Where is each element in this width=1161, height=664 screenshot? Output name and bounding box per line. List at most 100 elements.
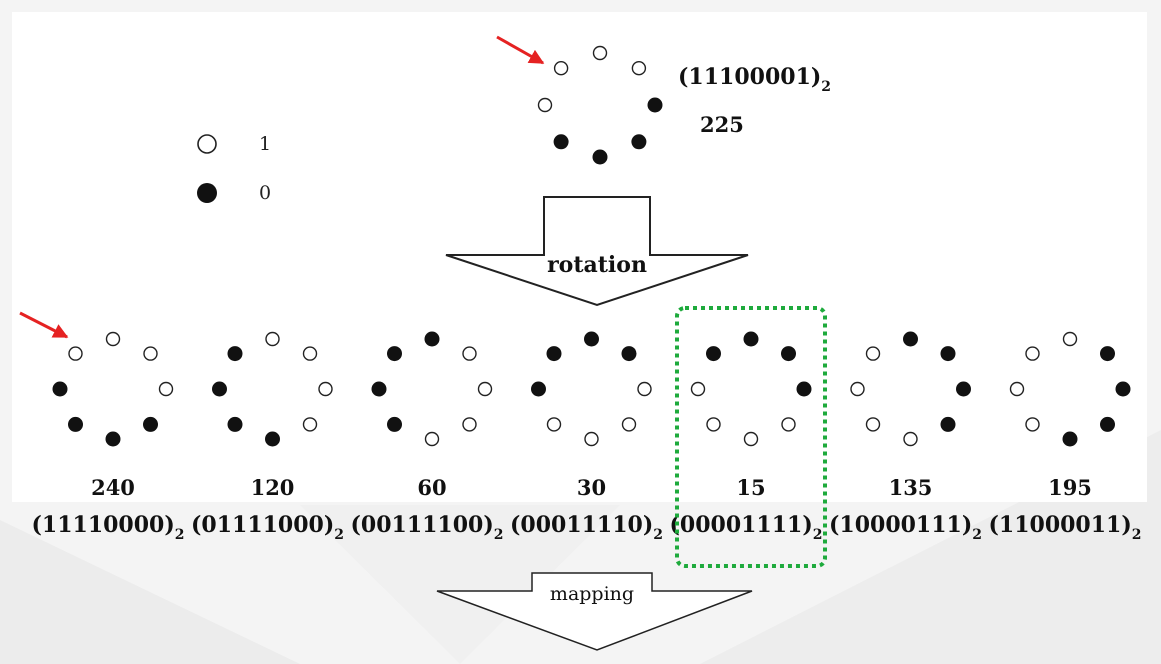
black-dot bbox=[68, 416, 83, 432]
pattern-15: 15 (00001111)2 bbox=[669, 306, 827, 568]
pattern-binary: (00111100)2 bbox=[350, 512, 503, 543]
black-dot bbox=[105, 431, 121, 447]
black-dot bbox=[371, 381, 387, 397]
rotation-label: rotation bbox=[547, 252, 647, 278]
legend-black-dot bbox=[197, 183, 217, 203]
legend-white-dot bbox=[197, 134, 217, 154]
white-dot bbox=[553, 60, 569, 76]
rotated-patterns: 240 (11110000)2 120 (01111000)2 60 (00111100)… bbox=[19, 306, 1142, 568]
white-dot bbox=[690, 381, 706, 397]
legend-white-label: 1 bbox=[259, 133, 271, 155]
pattern-135: 135 (10000111)2 bbox=[829, 331, 982, 543]
white-dot bbox=[265, 331, 280, 347]
white-dot bbox=[743, 431, 759, 447]
white-dot bbox=[318, 381, 333, 397]
black-dot bbox=[1062, 431, 1078, 447]
black-dot bbox=[531, 381, 546, 397]
white-dot bbox=[903, 431, 918, 447]
white-dot bbox=[1062, 331, 1078, 347]
black-dot bbox=[143, 416, 158, 432]
white-dot bbox=[1009, 381, 1025, 397]
black-dot bbox=[546, 346, 562, 362]
pattern-30: 30 (00011110)2 bbox=[510, 331, 663, 543]
top-pointer-arrow bbox=[496, 35, 545, 65]
black-dot bbox=[621, 346, 637, 362]
white-dot bbox=[302, 346, 318, 361]
white-dot bbox=[302, 417, 318, 432]
pattern-60: 60 (00111100)2 bbox=[350, 331, 504, 543]
black-dot bbox=[227, 346, 243, 362]
white-dot bbox=[850, 381, 865, 397]
black-dot bbox=[956, 381, 971, 397]
pattern-decimal: 135 bbox=[889, 475, 933, 500]
white-dot bbox=[865, 417, 881, 432]
black-dot bbox=[424, 331, 440, 347]
pattern-decimal: 120 bbox=[251, 475, 295, 500]
black-dot bbox=[706, 346, 721, 362]
pattern-binary: (10000111)2 bbox=[829, 512, 982, 543]
highlight-box bbox=[675, 306, 827, 568]
black-dot bbox=[52, 381, 68, 397]
top-pattern: (11100001)2 225 bbox=[496, 35, 831, 165]
black-dot bbox=[592, 149, 608, 165]
black-dot bbox=[553, 134, 569, 150]
mapping-label: mapping bbox=[550, 583, 634, 605]
black-dot bbox=[387, 346, 402, 362]
pattern-decimal: 30 bbox=[577, 475, 606, 500]
pattern-decimal: 60 bbox=[417, 475, 446, 500]
black-dot bbox=[781, 346, 796, 362]
white-dot bbox=[621, 417, 637, 432]
pattern-decimal: 240 bbox=[91, 475, 135, 500]
pattern-240: 240 (11110000)2 bbox=[31, 331, 185, 543]
black-dot bbox=[212, 381, 227, 397]
white-dot bbox=[592, 45, 608, 61]
white-dot bbox=[1025, 417, 1040, 432]
black-dot bbox=[940, 346, 956, 362]
white-dot bbox=[637, 381, 652, 397]
white-dot bbox=[781, 417, 796, 432]
pattern-195: 195 (11000011)2 bbox=[988, 331, 1142, 543]
black-dot bbox=[1115, 381, 1131, 397]
white-dot bbox=[1025, 346, 1040, 361]
bottom-pointer-arrow bbox=[19, 311, 69, 339]
white-dot bbox=[158, 381, 174, 397]
top-pattern-ring bbox=[537, 45, 663, 165]
black-dot bbox=[265, 431, 280, 447]
black-dot bbox=[387, 416, 402, 432]
black-dot bbox=[1100, 346, 1115, 362]
white-dot bbox=[631, 60, 647, 76]
white-dot bbox=[105, 331, 121, 347]
pattern-binary: (01111000)2 bbox=[191, 512, 344, 543]
white-dot bbox=[68, 346, 83, 361]
pattern-binary: (00001111)2 bbox=[669, 512, 822, 543]
pattern-binary: (11110000)2 bbox=[31, 512, 184, 543]
white-dot bbox=[706, 417, 721, 432]
pattern-binary: (11000011)2 bbox=[988, 512, 1141, 543]
black-dot bbox=[940, 416, 956, 432]
white-dot bbox=[546, 417, 562, 432]
black-dot bbox=[1100, 416, 1115, 432]
pattern-120: 120 (01111000)2 bbox=[191, 331, 344, 543]
black-dot bbox=[631, 134, 647, 150]
black-dot bbox=[584, 331, 599, 347]
black-dot bbox=[227, 416, 243, 432]
black-dot bbox=[903, 331, 918, 347]
white-dot bbox=[477, 381, 493, 397]
white-dot bbox=[424, 431, 440, 447]
white-dot bbox=[143, 346, 158, 361]
pattern-binary: (00011110)2 bbox=[510, 512, 663, 543]
white-dot bbox=[462, 417, 477, 432]
pattern-decimal: 195 bbox=[1048, 475, 1092, 500]
black-dot bbox=[796, 381, 812, 397]
top-pattern-binary: (11100001)2 bbox=[678, 64, 831, 95]
legend: 1 0 bbox=[197, 133, 271, 204]
pattern-decimal: 15 bbox=[736, 475, 765, 500]
mapping-arrow: mapping bbox=[436, 572, 753, 651]
white-dot bbox=[584, 431, 599, 447]
black-dot bbox=[743, 331, 759, 347]
black-dot bbox=[647, 97, 663, 113]
white-dot bbox=[462, 346, 477, 361]
legend-black-label: 0 bbox=[259, 182, 271, 204]
white-dot bbox=[865, 346, 881, 361]
